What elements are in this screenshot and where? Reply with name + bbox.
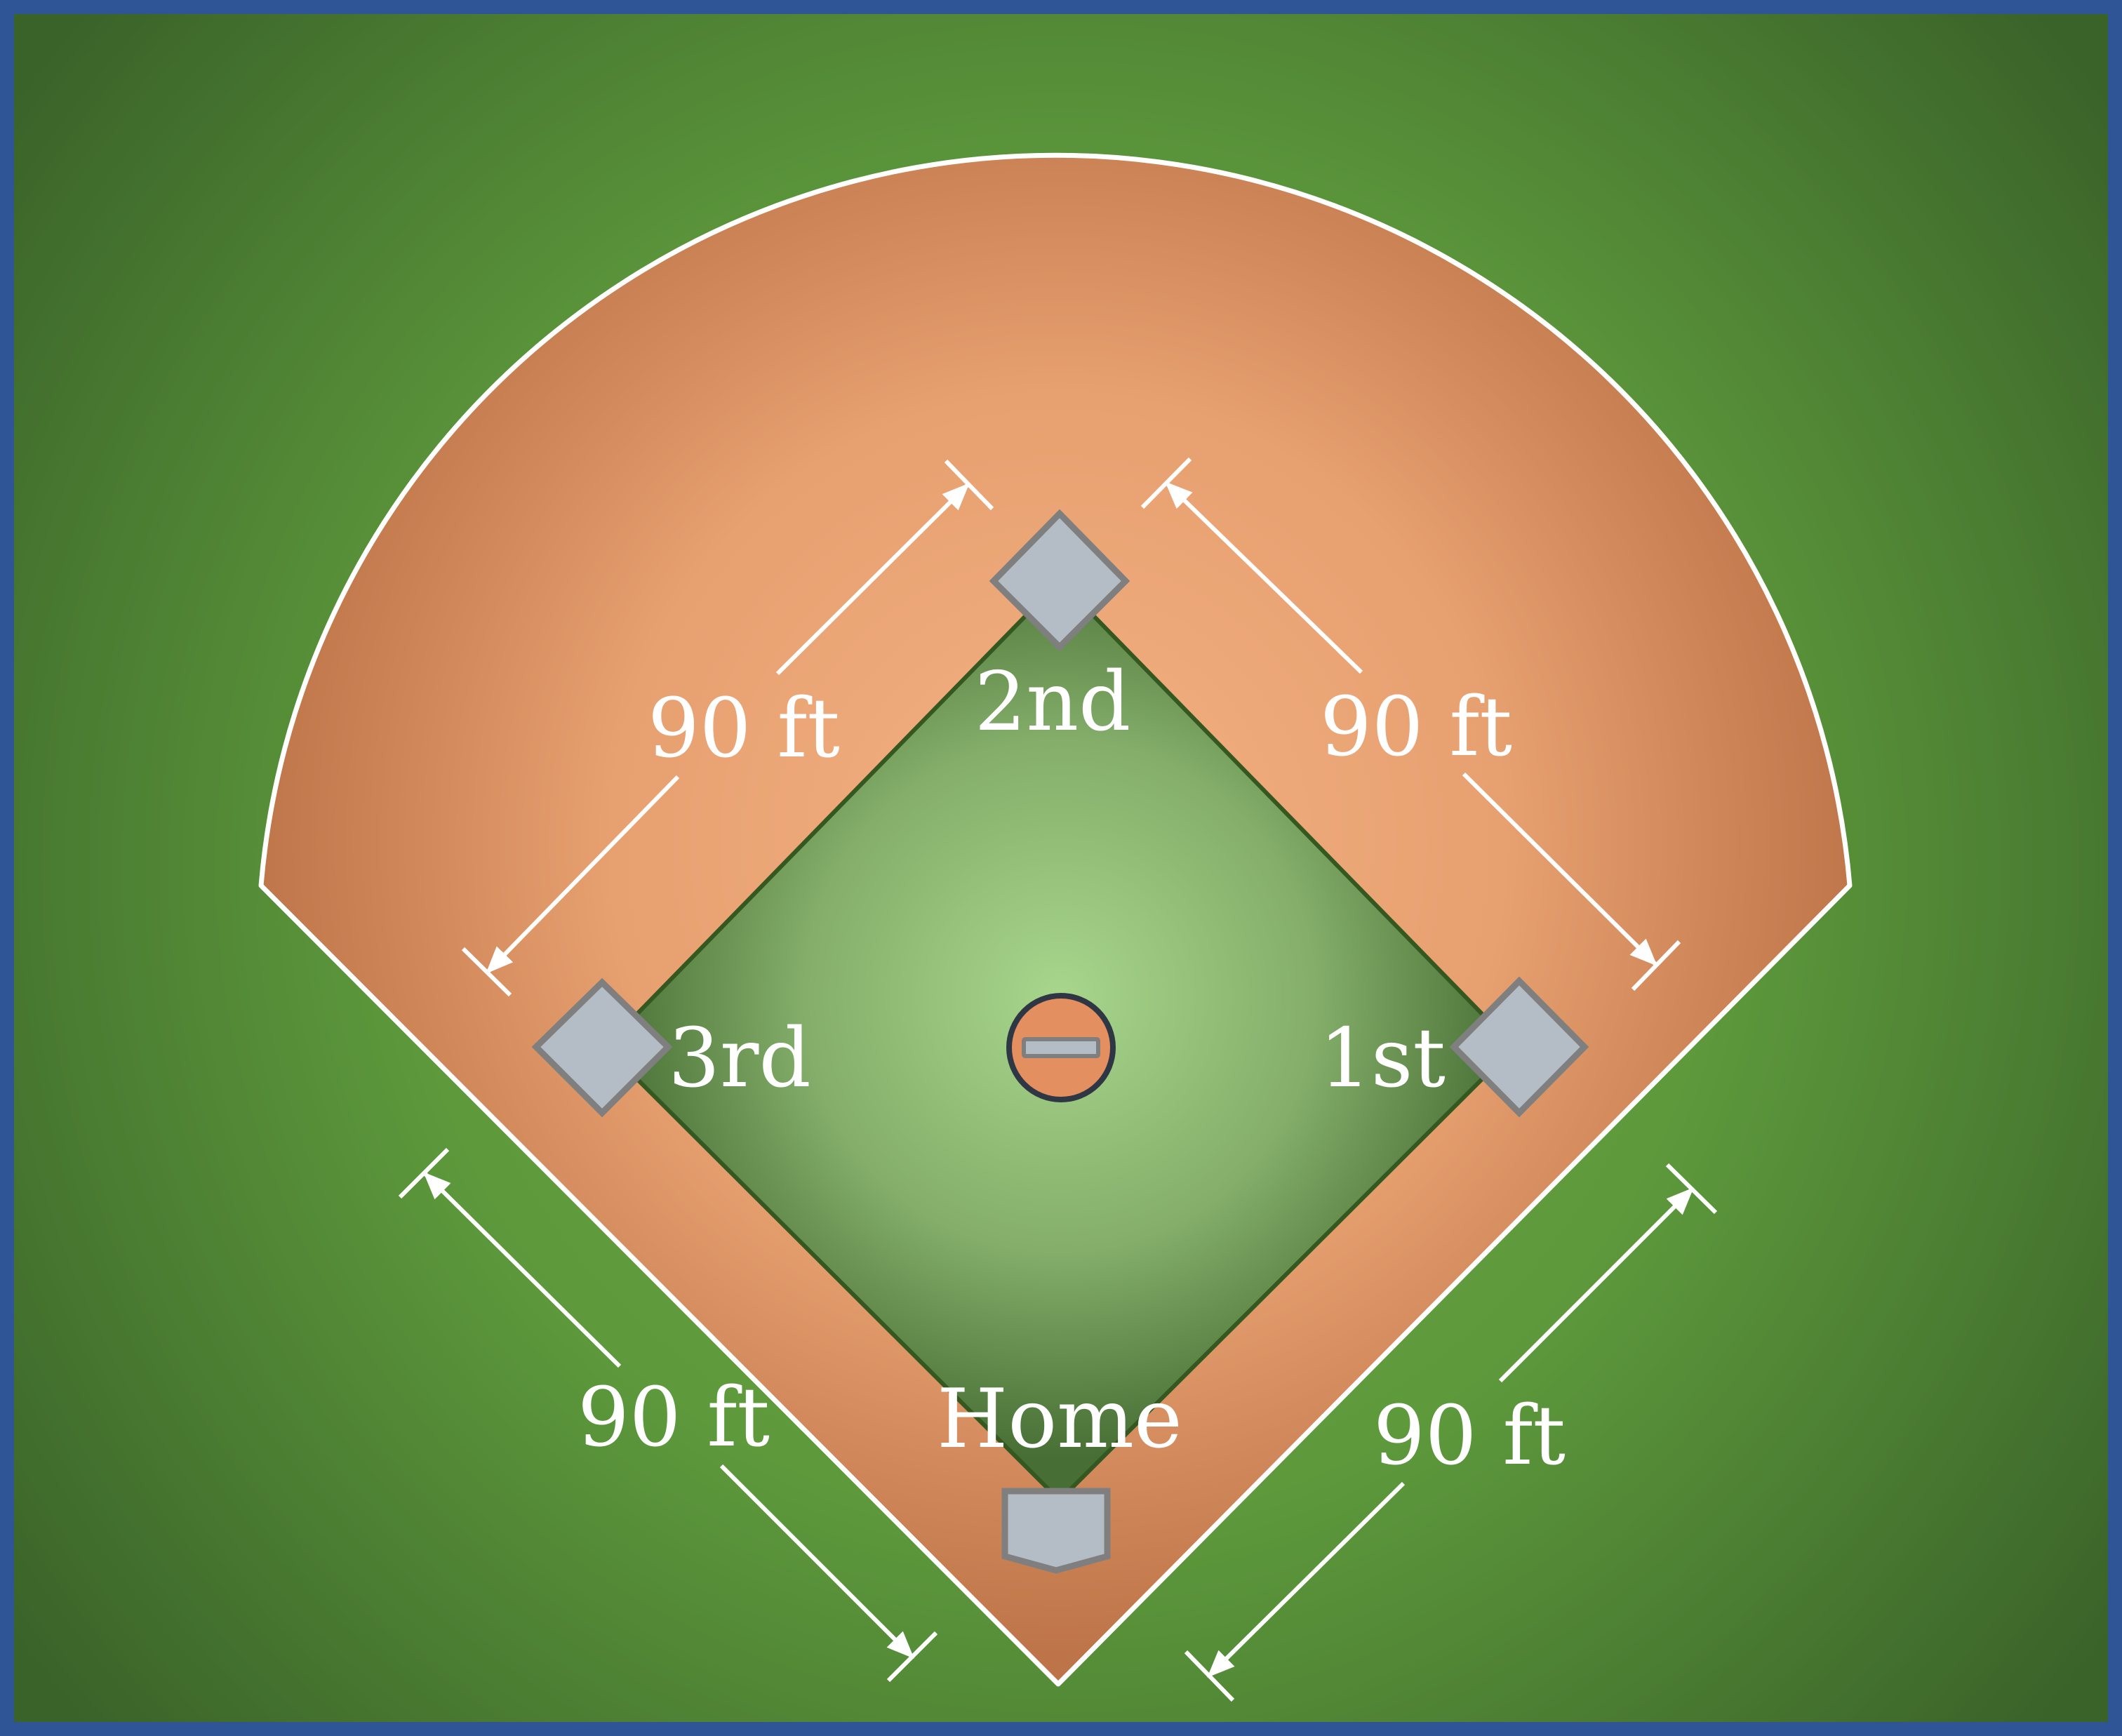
first-base: [1449, 976, 1589, 1118]
dimension-label-upper-left: 90 ft: [648, 681, 840, 776]
dimension-label-lower-left: 90 ft: [578, 1370, 770, 1465]
dimension-upper-left: [461, 459, 994, 997]
third-base: [531, 977, 673, 1118]
dimension-label-upper-right: 90 ft: [1320, 680, 1512, 775]
second-base-label: 2nd: [975, 655, 1131, 749]
second-base: [989, 509, 1130, 652]
dimension-lower-right: [1184, 1163, 1718, 1702]
home-plate: [1001, 1488, 1111, 1574]
third-base-label: 3rd: [668, 1011, 811, 1106]
dimension-upper-right: [1140, 457, 1681, 991]
dimension-label-lower-right: 90 ft: [1373, 1389, 1566, 1483]
home-label: Home: [937, 1372, 1182, 1467]
pitchers-mound: [1006, 993, 1116, 1102]
dimension-lower-left: [398, 1147, 938, 1683]
first-base-label: 1st: [1319, 1011, 1446, 1106]
pitchers-rubber: [1022, 1037, 1100, 1058]
